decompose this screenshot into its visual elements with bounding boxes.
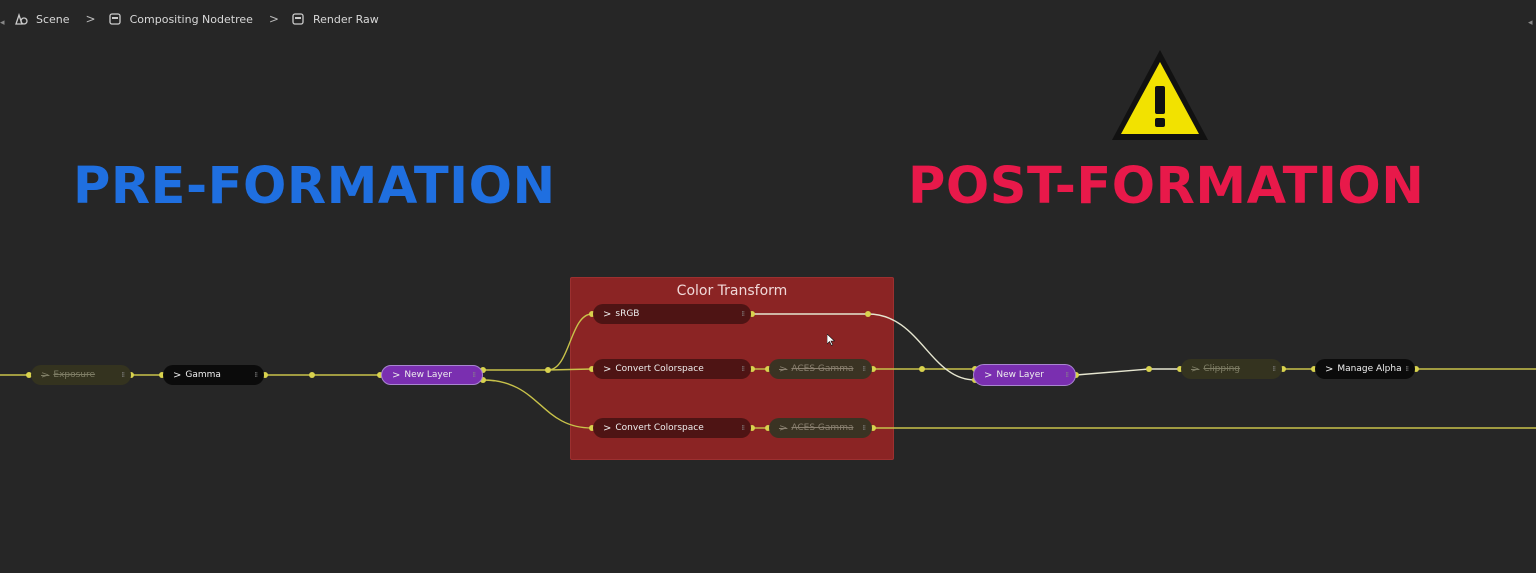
post-formation-label: POST-FORMATION xyxy=(908,157,1425,216)
grip-icon: ⁞⁞ xyxy=(862,365,867,373)
pre-formation-label: PRE-FORMATION xyxy=(73,157,556,216)
node-group-icon xyxy=(292,13,304,25)
node-exposure[interactable]: > Exposure ⁞⁞ xyxy=(31,365,131,385)
node-label: sRGB xyxy=(615,309,640,319)
chevron-right-icon: > xyxy=(173,369,182,381)
chevron-right-icon: > xyxy=(984,369,993,381)
node-convert-colorspace-2[interactable]: > Convert Colorspace ⁞⁞ xyxy=(593,418,751,438)
grip-icon: ⁞⁞ xyxy=(1065,371,1070,379)
grip-icon: ⁞⁞ xyxy=(121,371,126,379)
grip-icon: ⁞⁞ xyxy=(472,371,477,379)
breadcrumb-nodetree[interactable]: Compositing Nodetree xyxy=(129,12,253,26)
node-label: Clipping xyxy=(1203,364,1241,374)
chevron-right-icon: > xyxy=(779,422,788,434)
node-manage-alpha[interactable]: > Manage Alpha ⁞⁞ xyxy=(1315,359,1415,379)
node-label: Exposure xyxy=(53,370,96,380)
scene-icon xyxy=(15,12,28,25)
node-aces-gamma-2[interactable]: > ACES Gamma ⁞⁞ xyxy=(769,418,872,438)
node-new-layer-2[interactable]: > New Layer ⁞⁞ xyxy=(973,364,1076,386)
node-tree-icon xyxy=(108,13,121,25)
frame-title: Color Transform xyxy=(676,283,788,299)
breadcrumb-group[interactable]: Render Raw xyxy=(312,12,379,26)
chevron-right-icon: > xyxy=(603,363,612,375)
expand-right-icon[interactable]: ◂ xyxy=(1528,18,1533,28)
breadcrumb: Scene > Compositing Nodetree > Render Ra… xyxy=(14,10,379,28)
node-label: New Layer xyxy=(996,370,1044,380)
grip-icon: ⁞⁞ xyxy=(741,424,746,432)
chevron-right-icon: > xyxy=(1191,363,1200,375)
expand-left-icon[interactable]: ◂ xyxy=(0,18,5,28)
node-label: New Layer xyxy=(404,370,452,380)
node-clipping[interactable]: > Clipping ⁞⁞ xyxy=(1181,359,1282,379)
node-label: Convert Colorspace xyxy=(615,364,704,374)
chevron-right-icon: > xyxy=(603,308,612,320)
grip-icon: ⁞⁞ xyxy=(254,371,259,379)
chevron-right-icon: > xyxy=(1325,363,1334,375)
node-label: ACES Gamma xyxy=(791,364,854,374)
node-convert-colorspace-1[interactable]: > Convert Colorspace ⁞⁞ xyxy=(593,359,751,379)
grip-icon: ⁞⁞ xyxy=(741,310,746,318)
node-label: Gamma xyxy=(185,370,221,380)
chevron-right-icon: > xyxy=(85,12,96,26)
chevron-right-icon: > xyxy=(41,369,50,381)
grip-icon: ⁞⁞ xyxy=(741,365,746,373)
node-srgb[interactable]: > sRGB ⁞⁞ xyxy=(593,304,751,324)
chevron-right-icon: > xyxy=(779,363,788,375)
grip-icon: ⁞⁞ xyxy=(1405,365,1410,373)
warning-icon xyxy=(1112,50,1208,140)
node-label: Manage Alpha xyxy=(1337,364,1402,374)
chevron-right-icon: > xyxy=(603,422,612,434)
breadcrumb-scene[interactable]: Scene xyxy=(36,12,70,26)
mouse-cursor-icon xyxy=(827,334,835,346)
chevron-right-icon: > xyxy=(392,369,401,381)
node-label: ACES Gamma xyxy=(791,423,854,433)
node-aces-gamma-1[interactable]: > ACES Gamma ⁞⁞ xyxy=(769,359,872,379)
node-gamma[interactable]: > Gamma ⁞⁞ xyxy=(163,365,264,385)
node-label: Convert Colorspace xyxy=(615,423,704,433)
grip-icon: ⁞⁞ xyxy=(862,424,867,432)
grip-icon: ⁞⁞ xyxy=(1272,365,1277,373)
node-new-layer-1[interactable]: > New Layer ⁞⁞ xyxy=(381,365,483,385)
chevron-right-icon: > xyxy=(268,12,279,26)
